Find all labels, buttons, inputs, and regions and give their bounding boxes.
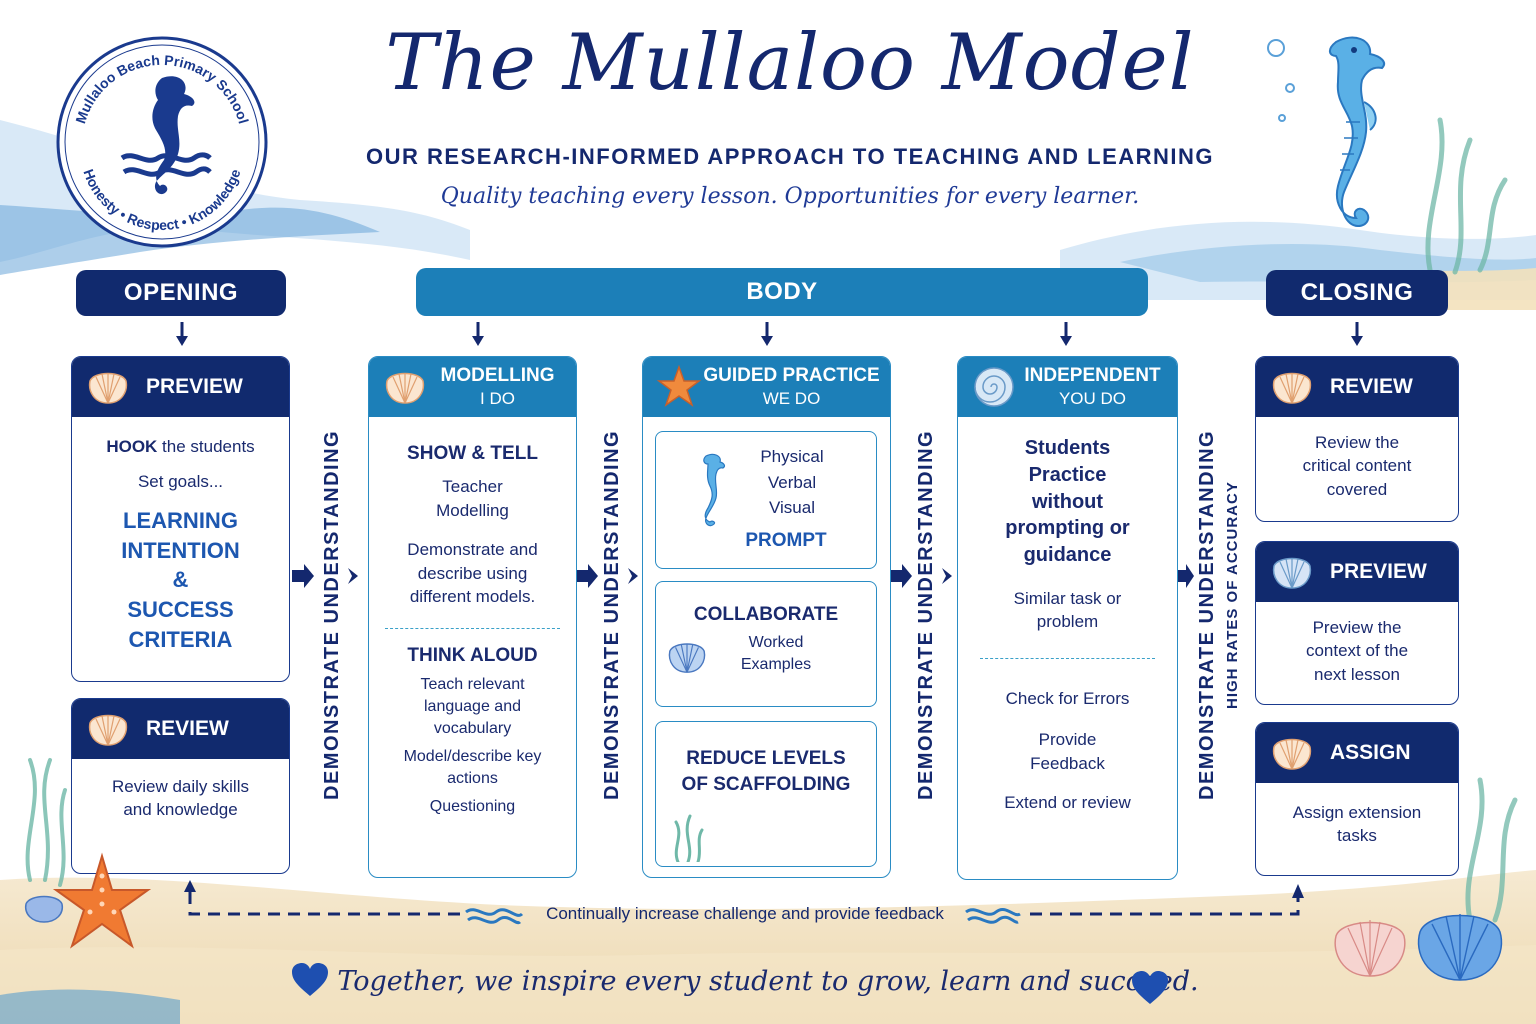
demonstrate-understanding-label-4: DEMONSTRATE UNDERSTANDING [1196, 429, 1218, 800]
demonstrate-understanding-label-1: DEMONSTRATE UNDERSTANDING [321, 429, 343, 800]
school-logo: Mullaloo Beach Primary School Honesty • … [52, 30, 272, 250]
reduce-scaffolding-box: REDUCE LEVELS OF SCAFFOLDING [655, 721, 877, 867]
shell-icon [88, 372, 128, 404]
closing-review-text: Review the critical content covered [1302, 433, 1412, 499]
learning-intention-3: & [172, 567, 189, 593]
feedback-loop-text: Continually increase challenge and provi… [546, 904, 944, 923]
seaweed-icon [674, 814, 704, 862]
modelling-card: MODELLING I DO SHOW & TELL Teacher Model… [368, 356, 577, 878]
opening-preview-title: PREVIEW [146, 375, 243, 398]
phase-body: BODY [416, 268, 1148, 316]
shell-icon [1272, 557, 1312, 589]
high-rates-of-accuracy-label: HIGH RATES OF ACCURACY [1224, 481, 1241, 709]
worked-examples: Worked Examples [740, 634, 812, 674]
prompt-physical: Physical [760, 447, 824, 466]
page-subtitle: OUR RESEARCH-INFORMED APPROACH TO TEACHI… [365, 144, 1215, 169]
check-errors: Check for Errors [1005, 688, 1130, 708]
heart-icon [1132, 971, 1168, 1004]
divider [980, 657, 1155, 659]
seahorse-icon [703, 453, 726, 527]
starfish-icon [24, 852, 152, 949]
closing-assign-header: ASSIGN [1256, 723, 1458, 783]
provide-feedback: Provide Feedback [1030, 730, 1105, 773]
footer-tagline: Together, we inspire every student to gr… [337, 966, 1199, 997]
demonstrate-understanding-label-2: DEMONSTRATE UNDERSTANDING [601, 429, 623, 800]
learning-intention-2: INTENTION [121, 537, 240, 563]
closing-review-card: REVIEW Review the critical content cover… [1255, 356, 1459, 522]
closing-preview-text: Preview the context of the next lesson [1305, 618, 1409, 684]
closing-assign-text: Assign extension tasks [1292, 803, 1422, 846]
opening-review-header: REVIEW [72, 699, 289, 759]
modelling-sub: I DO [480, 389, 515, 408]
demonstrate-understanding-label-3: DEMONSTRATE UNDERSTANDING [915, 429, 937, 800]
closing-assign-card: ASSIGN Assign extension tasks [1255, 722, 1459, 876]
hook-line: HOOK the students [72, 435, 289, 458]
shell-icon [668, 643, 706, 673]
closing-preview-card: PREVIEW Preview the context of the next … [1255, 541, 1459, 705]
set-goals: Set goals... [137, 472, 224, 492]
independent-title: INDEPENDENT [1024, 365, 1161, 386]
opening-review-card: REVIEW Review daily skills and knowledge [71, 698, 290, 874]
prompt-visual: Visual [769, 498, 815, 517]
independent-sub: YOU DO [1058, 389, 1127, 408]
prompt-verbal: Verbal [767, 472, 817, 492]
success-criteria-2: CRITERIA [128, 626, 233, 652]
divider [385, 628, 560, 630]
shell-icon [385, 372, 425, 404]
similar-task: Similar task or problem [1013, 588, 1122, 632]
shell-icon [1272, 372, 1312, 404]
independent-header: INDEPENDENT YOU DO [958, 357, 1177, 417]
closing-assign-title: ASSIGN [1330, 741, 1411, 764]
students-practice: Students Practice without prompting or g… [1005, 437, 1130, 567]
hook-rest: the students [157, 437, 255, 456]
closing-preview-header: PREVIEW [1256, 542, 1458, 602]
show-tell: SHOW & TELL [407, 443, 538, 464]
closing-review-header: REVIEW [1256, 357, 1458, 417]
think-aloud: THINK ALOUD [407, 645, 538, 667]
opening-preview-header: PREVIEW [72, 357, 289, 417]
nautilus-shell-icon [974, 367, 1014, 407]
seashells-icon [1334, 914, 1503, 981]
starfish-icon [656, 364, 702, 407]
questioning: Questioning [429, 798, 516, 816]
modelling-title: MODELLING [440, 365, 555, 386]
guided-practice-card: GUIDED PRACTICE WE DO Physical Verbal Vi… [642, 356, 891, 878]
opening-preview-card: PREVIEW HOOK the students Set goals... L… [71, 356, 290, 682]
page-tagline: Quality teaching every lesson. Opportuni… [440, 184, 1140, 209]
closing-review-title: REVIEW [1330, 375, 1413, 398]
shell-icon [88, 714, 128, 746]
shell-icon [1272, 738, 1312, 770]
learning-intention-1: LEARNING [123, 507, 238, 533]
independent-card: INDEPENDENT YOU DO Students Practice wit… [957, 356, 1178, 880]
extend-review: Extend or review [1004, 793, 1131, 813]
hook-bold: HOOK [106, 437, 158, 456]
demonstrate-describe: Demonstrate and describe using different… [407, 540, 538, 607]
collaborate-box: COLLABORATE Worked Examples [655, 581, 877, 707]
seahorse-icon [1329, 36, 1386, 228]
opening-review-title: REVIEW [146, 717, 229, 740]
page-title: The Mullaloo Model [385, 18, 1195, 108]
closing-preview-title: PREVIEW [1330, 560, 1427, 583]
opening-review-text: Review daily skills and knowledge [112, 777, 249, 820]
success-criteria-1: SUCCESS [127, 596, 234, 622]
phase-opening: OPENING [76, 270, 286, 316]
heart-icon [292, 963, 328, 996]
teacher-modelling: Teacher Modelling [436, 477, 509, 520]
modelling-header: MODELLING I DO [369, 357, 576, 417]
guided-practice-header: GUIDED PRACTICE WE DO [643, 357, 890, 417]
guided-practice-sub: WE DO [762, 389, 821, 408]
model-describe: Model/describe key actions [403, 747, 542, 788]
phase-closing: CLOSING [1266, 270, 1448, 316]
teach-relevant: Teach relevant language and vocabulary [420, 675, 525, 737]
collaborate-label: COLLABORATE [693, 604, 839, 625]
guided-practice-title: GUIDED PRACTICE [703, 365, 880, 386]
prompt-label: PROMPT [745, 530, 827, 551]
reduce-scaffolding: REDUCE LEVELS OF SCAFFOLDING [681, 748, 851, 796]
prompt-box: Physical Verbal Visual PROMPT [655, 431, 877, 569]
